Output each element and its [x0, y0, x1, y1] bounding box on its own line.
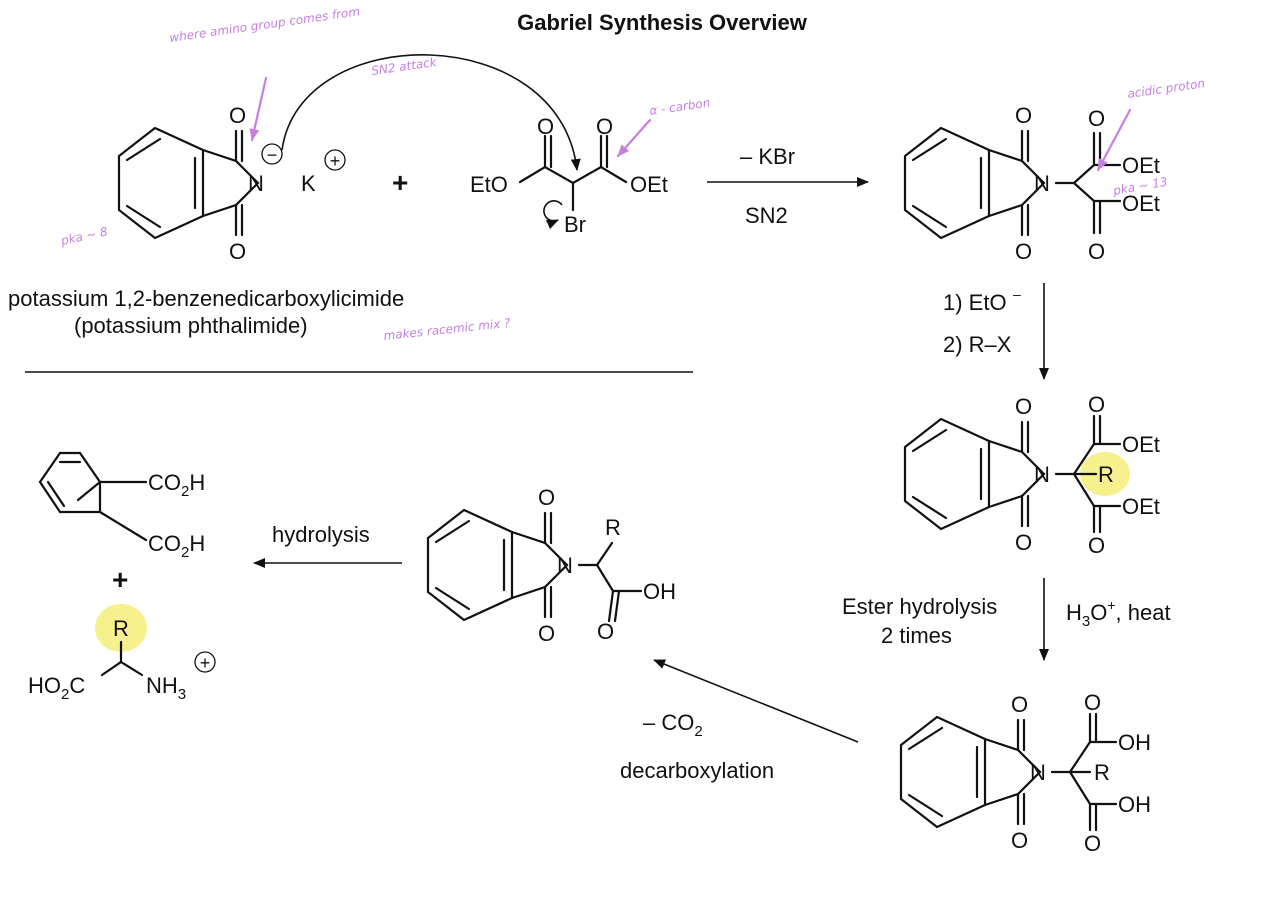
annotation-acidic-proton: acidic proton	[1126, 76, 1205, 101]
svg-text:O: O	[1084, 831, 1101, 856]
atom-n: N	[248, 171, 264, 196]
ethoxy-label: EtO	[470, 172, 508, 197]
step1-top-label: – KBr	[740, 144, 795, 169]
reagent-name-line1: potassium 1,2-benzenedicarboxylicimide	[8, 286, 404, 311]
atom-o: O	[229, 239, 246, 264]
annotation-racemic: makes racemic mix ?	[383, 316, 512, 343]
plus-sign: +	[392, 167, 408, 198]
step3-right-label: H3O+, heat	[1066, 597, 1171, 630]
svg-text:O: O	[538, 621, 555, 646]
svg-text:O: O	[1088, 533, 1105, 558]
svg-text:N: N	[1030, 760, 1046, 785]
svg-text:N: N	[1034, 462, 1050, 487]
annotation-pka-8: pka ~ 8	[59, 224, 109, 248]
svg-text:R: R	[1094, 760, 1110, 785]
svg-text:R: R	[113, 616, 129, 641]
step1-bottom-label: SN2	[745, 203, 788, 228]
step3-left-line2: 2 times	[881, 623, 952, 648]
svg-text:1) EtO: 1) EtO	[943, 290, 1007, 315]
svg-text:O: O	[1084, 690, 1101, 715]
atom-o: O	[229, 103, 246, 128]
svg-text:OEt: OEt	[1122, 432, 1160, 457]
svg-text:O: O	[1015, 239, 1032, 264]
svg-text:–: –	[1013, 286, 1021, 302]
svg-text:HO2C: HO2C	[28, 673, 85, 703]
bromine-label: Br	[564, 212, 586, 237]
amino-acid-r-highlight	[95, 604, 147, 652]
annotation-alpha-carbon: α - carbon	[648, 96, 711, 118]
anion-charge: −	[261, 143, 283, 165]
step4-top-label: – CO2	[643, 710, 703, 740]
cation-charge: +	[324, 149, 346, 171]
svg-text:OH: OH	[1118, 730, 1151, 755]
step4-bottom-label: decarboxylation	[620, 758, 774, 783]
svg-text:N: N	[1034, 171, 1050, 196]
phthalimidomalonic-acid: O O N O O OH OH R	[899, 690, 1151, 856]
potassium-phthalimide: O O N	[117, 103, 264, 264]
phthalimidomalonate: O O N O O OEt OEt	[903, 103, 1160, 264]
svg-text:OEt: OEt	[1122, 494, 1160, 519]
plus-sign: +	[112, 564, 128, 595]
svg-text:−: −	[267, 145, 278, 165]
svg-text:R: R	[605, 515, 621, 540]
annotation-sn2-attack: SN2 attack	[370, 55, 438, 78]
amino-acid: R HO2C NH3 +	[28, 616, 216, 703]
svg-text:O: O	[1088, 392, 1105, 417]
step2-line1: 1) EtO –	[943, 286, 1021, 315]
sn2-attack-arrow	[281, 54, 581, 171]
svg-text:O: O	[1088, 106, 1105, 131]
svg-text:O: O	[1011, 828, 1028, 853]
svg-text:OEt: OEt	[1122, 153, 1160, 178]
phthalic-acid: CO2H CO2H	[38, 451, 205, 561]
svg-text:O: O	[1015, 530, 1032, 555]
svg-text:+: +	[200, 653, 211, 673]
svg-text:R: R	[1098, 462, 1114, 487]
step4-arrow	[653, 659, 859, 743]
svg-text:O: O	[538, 485, 555, 510]
svg-text:NH3: NH3	[146, 673, 186, 703]
svg-text:O: O	[1015, 103, 1032, 128]
svg-text:CO2H: CO2H	[148, 470, 205, 500]
svg-text:CO2H: CO2H	[148, 531, 205, 561]
svg-text:+: +	[330, 151, 341, 171]
r-group-highlight	[1080, 452, 1130, 496]
alkylated-phthalimidomalonate: O O N O O OEt OEt R	[903, 392, 1160, 558]
svg-text:OEt: OEt	[1122, 191, 1160, 216]
step3-left-line1: Ester hydrolysis	[842, 594, 997, 619]
svg-text:– CO2: – CO2	[643, 710, 703, 740]
diethyl-bromomalonate: O O EtO OEt Br	[470, 114, 668, 237]
potassium-label: K	[301, 171, 316, 196]
annotation-amine-source: where amino group comes from	[168, 4, 360, 45]
svg-text:OH: OH	[1118, 792, 1151, 817]
svg-text:H3O+, heat: H3O+, heat	[1066, 597, 1171, 630]
svg-text:O: O	[1088, 239, 1105, 264]
svg-text:O: O	[597, 619, 614, 644]
atom-o: O	[537, 114, 554, 139]
svg-text:N: N	[557, 553, 573, 578]
atom-o: O	[596, 114, 613, 139]
step2-line2: 2) R–X	[943, 332, 1012, 357]
phthalimido-acid: O O N R OH O	[426, 485, 676, 646]
reagent-name-line2: (potassium phthalimide)	[74, 313, 308, 338]
ethoxy-label: OEt	[630, 172, 668, 197]
svg-text:OH: OH	[643, 579, 676, 604]
svg-text:O: O	[1011, 692, 1028, 717]
svg-text:O: O	[1015, 394, 1032, 419]
diagram-title: Gabriel Synthesis Overview	[517, 10, 808, 35]
step5-label: hydrolysis	[272, 522, 370, 547]
